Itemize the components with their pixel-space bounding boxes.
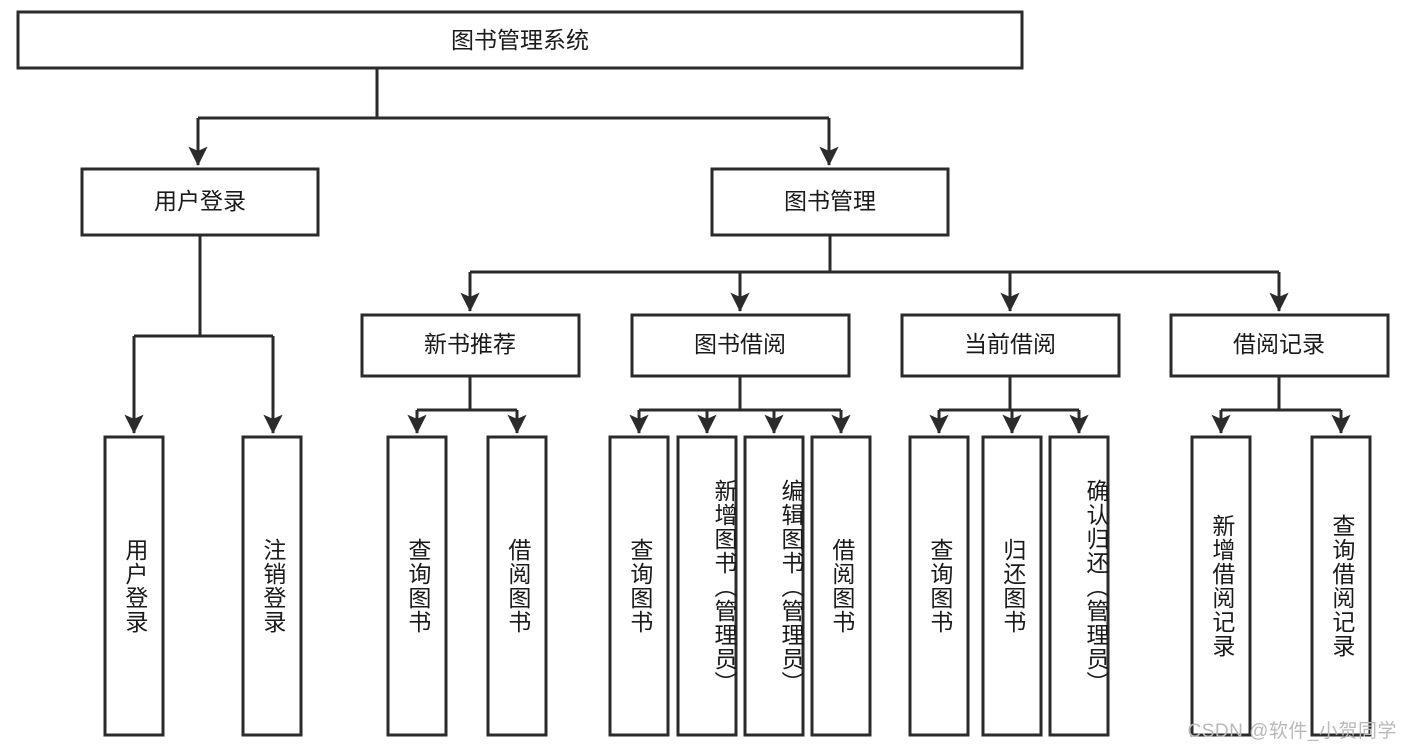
- node-root[interactable]: 图书管理系统: [16, 10, 1024, 70]
- node-book-manage-label: 图书管理: [784, 188, 876, 214]
- node-user-login-box[interactable]: [80, 167, 320, 237]
- node-leaf-add-record-box[interactable]: [1190, 435, 1252, 737]
- node-user-login-label: 用户登录: [154, 188, 246, 214]
- node-new-book-rec-box[interactable]: [360, 313, 581, 378]
- node-leaf-borrow-book-1-box[interactable]: [486, 435, 548, 737]
- node-leaf-query-book-3-box[interactable]: [908, 435, 970, 737]
- node-current-borrow[interactable]: 当前借阅: [900, 313, 1121, 378]
- node-current-borrow-box[interactable]: [900, 313, 1121, 378]
- node-root-box[interactable]: [16, 10, 1024, 70]
- node-borrow-record-label: 借阅记录: [1233, 331, 1325, 357]
- node-new-book-rec[interactable]: 新书推荐: [360, 313, 581, 378]
- node-book-borrow-label: 图书借阅: [694, 331, 786, 357]
- node-user-login[interactable]: 用户登录: [80, 167, 320, 237]
- leaf-box-group: [103, 435, 1372, 737]
- node-root-label: 图书管理系统: [451, 27, 589, 53]
- node-leaf-query-book-1-box[interactable]: [386, 435, 448, 737]
- node-leaf-user-login-box[interactable]: [103, 435, 165, 737]
- node-leaf-query-record-box[interactable]: [1310, 435, 1372, 737]
- node-book-borrow[interactable]: 图书借阅: [630, 313, 851, 378]
- node-leaf-logout-box[interactable]: [241, 435, 303, 737]
- node-book-manage-box[interactable]: [710, 167, 950, 237]
- node-book-manage[interactable]: 图书管理: [710, 167, 950, 237]
- node-book-borrow-box[interactable]: [630, 313, 851, 378]
- connector-group: [124, 68, 1351, 434]
- node-borrow-record-box[interactable]: [1169, 313, 1390, 378]
- node-borrow-record[interactable]: 借阅记录: [1169, 313, 1390, 378]
- node-leaf-add-book-box[interactable]: [676, 435, 738, 737]
- node-leaf-confirm-return-box[interactable]: [1048, 435, 1110, 737]
- node-leaf-borrow-book-2-box[interactable]: [810, 435, 872, 737]
- csdn-watermark: CSDN @软件_小贺同学: [1187, 721, 1397, 742]
- node-new-book-rec-label: 新书推荐: [424, 331, 516, 357]
- node-leaf-edit-book-box[interactable]: [743, 435, 805, 737]
- node-leaf-query-book-2-box[interactable]: [608, 435, 670, 737]
- node-current-borrow-label: 当前借阅: [964, 331, 1056, 357]
- node-leaf-return-book-box[interactable]: [981, 435, 1043, 737]
